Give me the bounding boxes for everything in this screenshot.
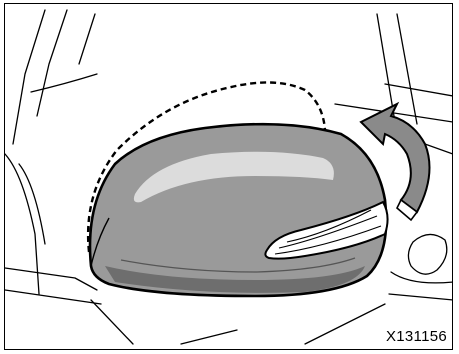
illustration-frame: X131156: [4, 3, 453, 350]
figure-code-label: X131156: [385, 328, 448, 346]
mirror-housing: [90, 124, 386, 296]
mirror-fold-illustration: [5, 4, 453, 350]
